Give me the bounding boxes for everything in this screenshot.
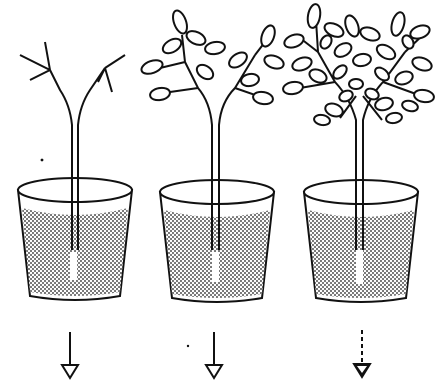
pot-panel-2 [140, 9, 286, 378]
pot-panel-3 [282, 3, 435, 377]
arrow-down-icon [206, 332, 222, 378]
pot-1 [18, 178, 132, 300]
arrow-down-icon [62, 332, 78, 378]
pot-panel-1 [18, 42, 132, 378]
pot-3 [304, 180, 418, 302]
speck [41, 159, 44, 162]
speck [187, 345, 189, 347]
pot-2 [160, 180, 274, 302]
leaves-2 [140, 9, 286, 106]
arrow-down-icon [354, 330, 370, 377]
leaves-3 [282, 3, 435, 126]
